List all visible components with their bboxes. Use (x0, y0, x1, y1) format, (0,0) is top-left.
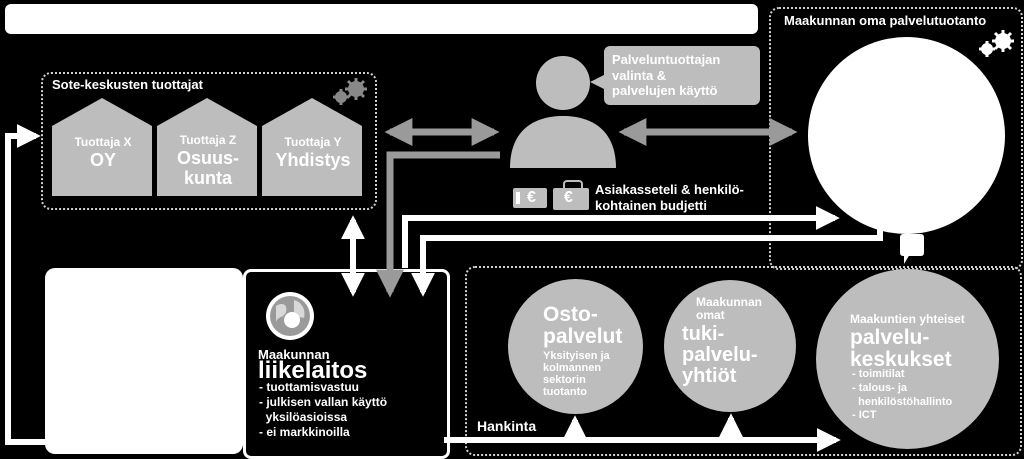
house-oy: Tuottaja X OY (52, 135, 154, 170)
gears-icon-2 (979, 30, 1014, 57)
tukipalvelu-title: tuki- palvelu- yhtiöt (682, 323, 758, 387)
voucher-euro: € (527, 189, 536, 206)
tukipalvelu-circle (664, 280, 796, 412)
top-banner (5, 4, 758, 34)
wallet-euro: € (564, 189, 573, 206)
house-shapes (52, 98, 362, 196)
budget-text: Asiakasseteli & henkilö- kohtainen budje… (595, 182, 744, 213)
arrow-left-loop (5, 124, 45, 445)
house-oy-producer: Tuottaja X (74, 135, 132, 149)
client-speech-bubble: Palveluntuottajan valinta & palvelujen k… (604, 46, 760, 105)
palvelukeskukset-bullet: - talous- ja henkilöstöhallinto (852, 381, 953, 408)
house-yhdistys: Tuottaja Y Yhdistys (262, 135, 364, 170)
person-icon (510, 56, 616, 168)
ostopalvelut-circle (508, 279, 643, 414)
arrow-person-liikelaitos (376, 151, 500, 298)
liikelaitos-title: liikelaitos (258, 357, 368, 384)
palvelukeskukset-title: palvelu- keskukset (850, 326, 952, 372)
gears-icon (333, 78, 367, 105)
arrow-liikelaitos-circle (402, 206, 840, 268)
ostopalvelut-title: Osto- palvelut (543, 303, 623, 349)
sote-title: Sote-keskusten tuottajat (52, 77, 203, 92)
hankinta-label: Hankinta (477, 418, 537, 434)
house-osuuskunta-type: Osuus- kunta (176, 147, 239, 189)
palvelukeskukset-bullets: - toimitilat - talous- ja henkilöstöhall… (852, 368, 952, 423)
liikelaitos-bullet: - julkisen vallan käyttö yksilöasioissa (259, 395, 388, 424)
sote-region (41, 72, 377, 210)
palvelukeskukset-circle (816, 269, 999, 449)
palvelukeskukset-pre: Maakuntien yhteiset (850, 312, 965, 326)
own-production-circle (808, 37, 1005, 234)
liikelaitos-pre: Maakunnan (258, 347, 330, 362)
house-yhdistys-type: Yhdistys (275, 149, 351, 170)
hankinta-region (465, 266, 1022, 456)
liikelaitos-bullets: - tuottamisvastuu - julkisen vallan käyt… (259, 380, 387, 440)
own-production-title: Maakunnan oma palvelutuotanto (784, 13, 987, 28)
speech-tail (590, 74, 606, 90)
ostopalvelut-desc: Yksityisen ja kolmannen sektorin tuotant… (543, 350, 610, 399)
tukipalvelu-pre: Maakunnan omat (696, 295, 763, 322)
house-yhdistys-producer: Tuottaja Y (284, 135, 342, 149)
left-white-panel (45, 268, 243, 454)
house-osuuskunta: Tuottaja Z Osuus- kunta (157, 133, 259, 189)
arrow-circle-liikelaitos (411, 228, 883, 297)
house-osuuskunta-producer: Tuottaja Z (179, 133, 237, 147)
palvelukeskukset-bullet: - toimitilat (852, 368, 905, 380)
voucher-icon: € (513, 188, 547, 208)
liikelaitos-bullet: - ei markkinoilla (259, 425, 350, 439)
house-oy-type: OY (89, 149, 116, 170)
liikelaitos-bullet: - tuottamisvastuu (259, 380, 360, 394)
wallet-icon: € (553, 180, 589, 210)
speech-bubble-small (900, 234, 924, 264)
globe-icon (266, 292, 314, 340)
palvelukeskukset-bullet: - ICT (852, 409, 877, 422)
